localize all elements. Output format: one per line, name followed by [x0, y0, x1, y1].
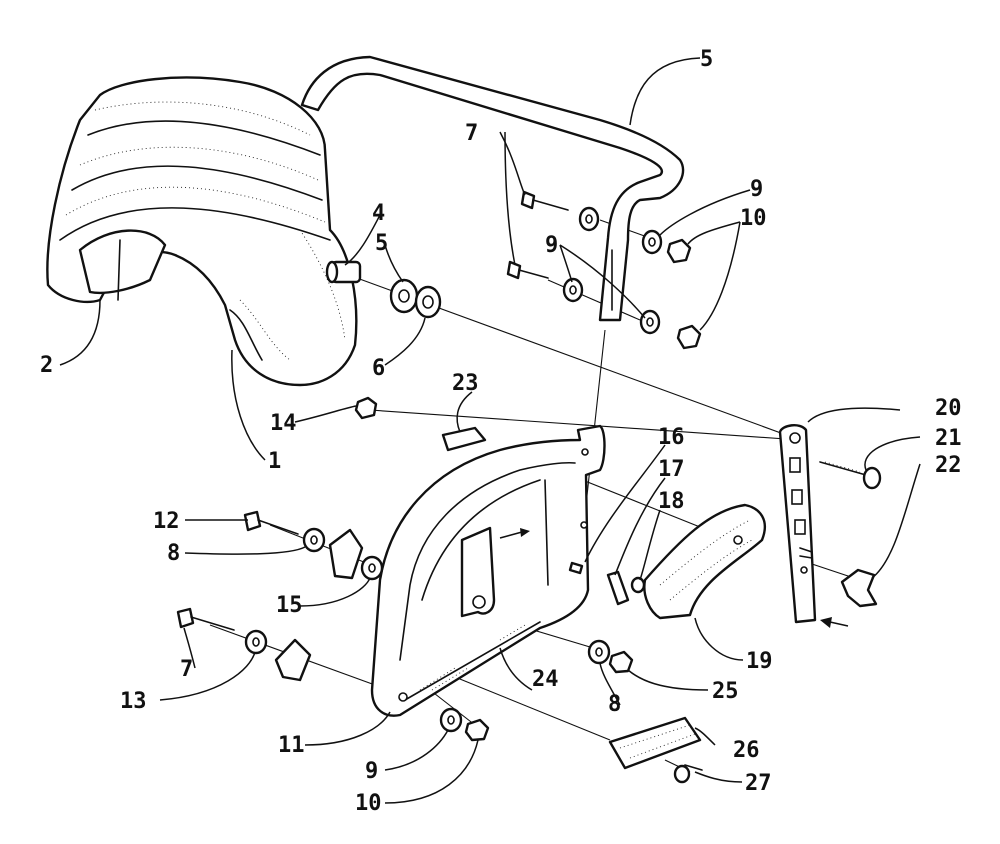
bushings-part-4-6	[389, 278, 442, 319]
upper-fasteners	[506, 190, 702, 350]
callout-11: 11	[278, 733, 305, 758]
callout-19: 19	[746, 649, 773, 674]
center-bracket	[460, 526, 530, 618]
backrest-cushion	[46, 76, 358, 387]
callout-18: 18	[658, 489, 685, 514]
callout-21: 21	[935, 426, 962, 451]
callout-27: 27	[745, 771, 772, 796]
callout-10-lower: 10	[355, 791, 382, 816]
callout-22: 22	[935, 453, 962, 478]
small-parts-16-17-18	[568, 561, 646, 606]
callout-3: 4	[372, 201, 385, 226]
callout-14: 14	[270, 411, 297, 436]
callout-2: 2	[40, 353, 53, 378]
callout-8-lower: 8	[608, 692, 621, 717]
nut-part-14	[354, 396, 378, 420]
pad-part-19	[643, 503, 767, 620]
callout-15: 15	[276, 593, 303, 618]
callout-7-upper: 7	[465, 121, 478, 146]
callout-16: 16	[658, 425, 685, 450]
callout-13: 13	[120, 689, 147, 714]
callout-9-upper-right: 9	[750, 177, 763, 202]
callout-9-upper-left: 9	[545, 233, 558, 258]
clip-part-23	[441, 426, 487, 452]
callout-9-lower: 9	[365, 759, 378, 784]
callout-labels: 5 4 5 6 2 1 7 9 9 10 23 14 16 17 18 20 2…	[40, 47, 962, 816]
callout-24: 24	[532, 667, 559, 692]
callout-7-lower: 7	[180, 657, 193, 682]
callout-23: 23	[452, 371, 479, 396]
callout-8-left: 8	[167, 541, 180, 566]
callout-4: 5	[375, 231, 388, 256]
reflector-part-26	[608, 716, 702, 770]
callout-26: 26	[733, 738, 760, 763]
callout-20: 20	[935, 396, 962, 421]
leader-lines	[59, 57, 921, 804]
callout-12: 12	[153, 509, 180, 534]
backrest-bar	[300, 55, 685, 322]
strap-part-20	[778, 424, 849, 628]
screw-part-27	[673, 764, 703, 784]
left-fasteners	[176, 510, 384, 682]
callout-17: 17	[658, 457, 685, 482]
callout-10-upper: 10	[740, 206, 767, 231]
callout-5: 5	[700, 47, 713, 72]
callout-6: 6	[372, 356, 385, 381]
lower-fasteners	[439, 639, 634, 742]
callout-25: 25	[712, 679, 739, 704]
callout-1: 1	[268, 449, 281, 474]
bolt-and-knob-21-22	[819, 461, 882, 608]
spacer-part-3	[325, 260, 362, 284]
